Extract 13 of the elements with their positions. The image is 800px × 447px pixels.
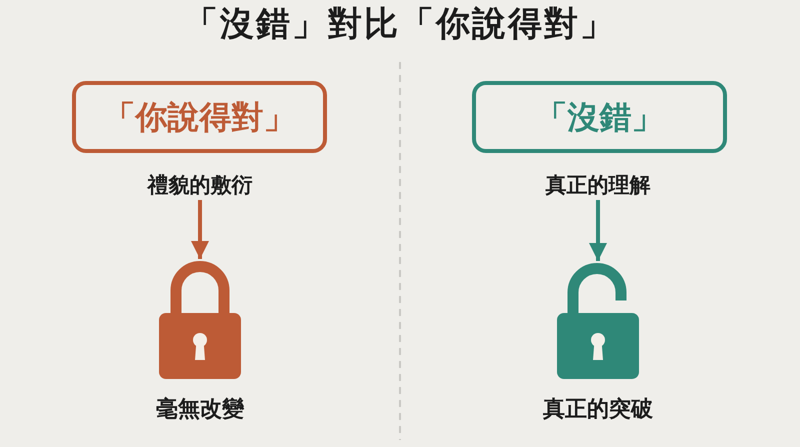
arrow bbox=[191, 200, 209, 259]
arrow bbox=[589, 200, 607, 261]
caption-text: 毫無改變 bbox=[156, 396, 244, 424]
title-text: 「沒錯」對比「你說得對」 bbox=[183, 3, 617, 46]
caption-text: 禮貌的敷衍 bbox=[148, 172, 252, 198]
quote-frame bbox=[72, 81, 327, 153]
open-padlock-icon bbox=[557, 263, 639, 379]
padlock-icon bbox=[159, 261, 241, 379]
quote-text: 「你說得對」 bbox=[104, 97, 296, 137]
caption-text: 真正的突破 bbox=[543, 396, 653, 424]
quote-text: 「沒錯」 bbox=[536, 97, 664, 137]
caption-text: 真正的理解 bbox=[546, 172, 650, 198]
quote-frame bbox=[472, 81, 727, 153]
